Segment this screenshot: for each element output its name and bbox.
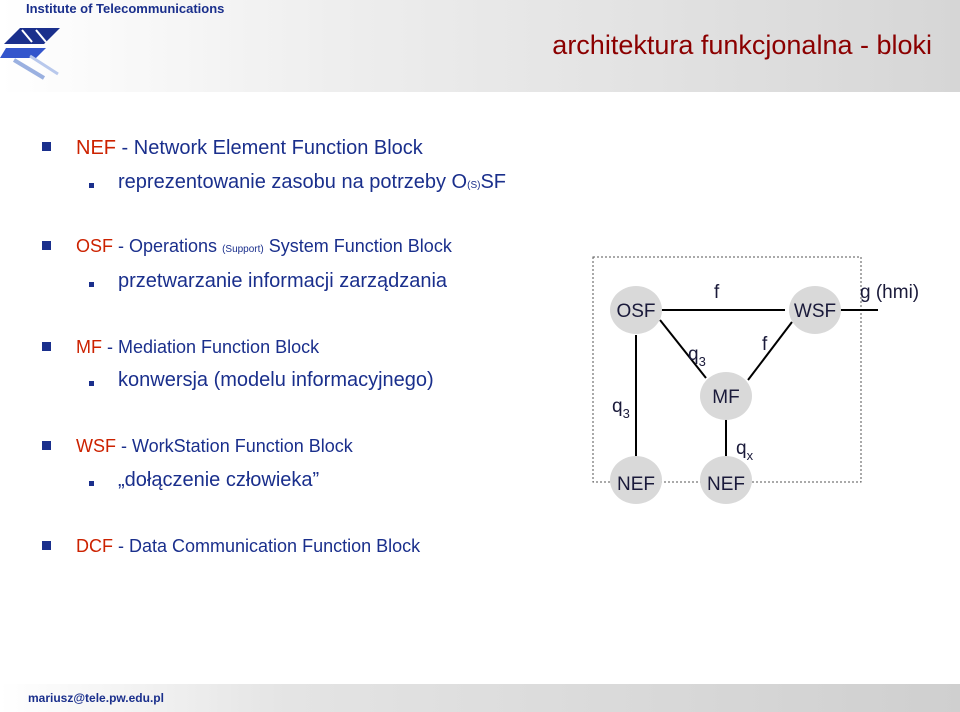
desc-mf: - Mediation Function Block [102,337,320,357]
edge-osf-mf [659,319,707,379]
desc-osf-small: (Support) [222,244,264,255]
abbr-osf: OSF [76,236,114,256]
tmn-diagram: OSF WSF MF NEF NEF f g (hmi) f q3 q3 qx [592,256,919,504]
sub-bullet-square [89,282,94,287]
edge-label-qx: qx [736,438,754,463]
sub-bullet-square [89,381,94,386]
sub-item-nef: reprezentowanie zasobu na potrzeby O(S)S… [118,171,506,194]
edge-label-q3-mid: q3 [688,344,706,369]
sub-nef-post: SF [480,171,507,193]
edge-label-g-hmi: g (hmi) [860,282,919,303]
list-item-nef: NEF - Network Element Function Block [76,137,423,160]
node-osf-label: OSF [616,301,655,322]
desc-osf-a: - Operations [113,236,223,256]
institute-logo-icon [0,28,60,80]
node-nef-1-label: NEF [617,474,655,495]
abbr-mf: MF [76,337,102,357]
node-osf [610,286,662,334]
sub-bullet-square [89,183,94,188]
node-wsf-label: WSF [794,301,836,322]
abbr-nef: NEF [76,137,116,159]
bullet-square [42,241,51,250]
footer-bar: mariusz@tele.pw.edu.pl [0,684,960,712]
bullet-square [42,142,51,151]
bullet-square [42,441,51,450]
institute-name: Institute of Telecommunications [26,1,225,16]
page-title: architektura funkcjonalna - bloki [552,30,932,60]
edge-wsf-mf [747,321,793,381]
sub-bullet-square [89,481,94,486]
header-bar: Institute of Telecommunications architek… [0,0,960,92]
edge-label-f-right: f [762,334,768,355]
list-item-dcf: DCF - Data Communication Function Block [76,536,420,557]
desc-osf-b: System Function Block [263,236,452,256]
abbr-wsf: WSF [76,436,116,456]
node-mf [700,372,752,420]
list-item-mf: MF - Mediation Function Block [76,337,319,358]
edge-label-f-top: f [714,282,720,303]
node-mf-label: MF [712,387,739,408]
sub-item-wsf: „dołączenie człowieka” [118,469,320,491]
bullet-square [42,342,51,351]
node-nef-2-label: NEF [707,474,745,495]
node-nef-2 [700,456,752,504]
list-item-osf: OSF - Operations (Support) System Functi… [76,236,452,257]
desc-wsf: - WorkStation Function Block [116,436,353,456]
desc-nef: - Network Element Function Block [116,137,423,159]
diagram-boundary [592,256,862,483]
sub-item-osf: przetwarzanie informacji zarządzania [118,270,448,292]
node-wsf [789,286,841,334]
desc-dcf: - Data Communication Function Block [113,536,421,556]
sub-nef-small: (S) [467,180,481,191]
abbr-dcf: DCF [76,536,113,556]
node-nef-1 [610,456,662,504]
author-email: mariusz@tele.pw.edu.pl [28,691,164,705]
edge-label-q3-left: q3 [612,396,630,421]
sub-item-mf: konwersja (modelu informacyjnego) [118,369,434,391]
bullet-square [42,541,51,550]
list-item-wsf: WSF - WorkStation Function Block [76,436,353,457]
sub-nef-text: reprezentowanie zasobu na potrzeby O [118,171,468,193]
